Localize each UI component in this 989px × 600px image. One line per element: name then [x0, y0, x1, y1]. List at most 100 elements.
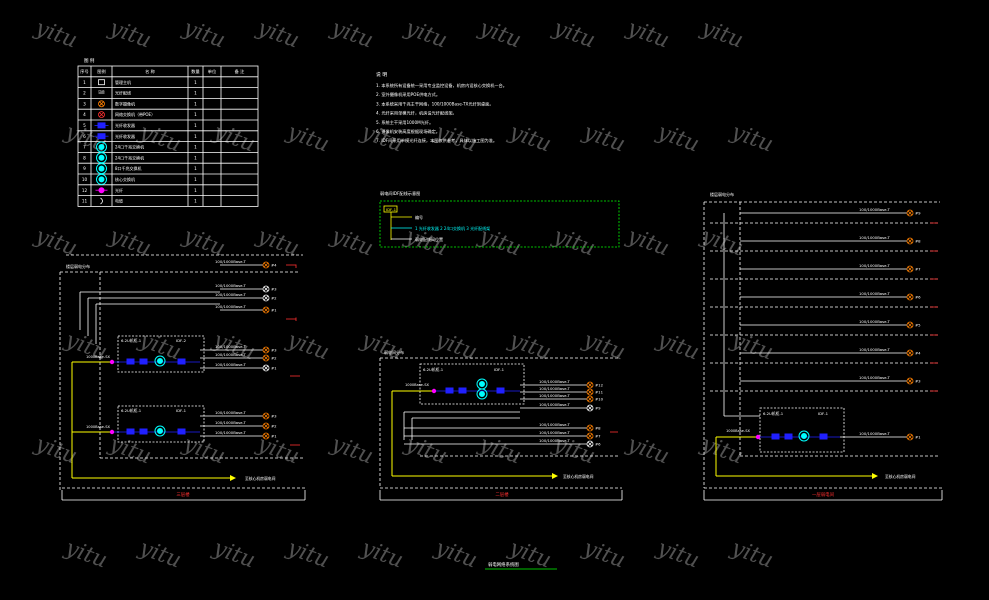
- notes-line: 2. 室外摄像机采用POE供电方式。: [376, 91, 440, 98]
- legend-row-no: 5: [83, 123, 86, 128]
- annotation-title: 弱电间IDF配线示意图: [380, 190, 420, 197]
- camera-icon-cross: [907, 294, 913, 300]
- legend-row-no: 7: [83, 145, 86, 150]
- port-number: #2: [271, 356, 277, 361]
- camera-icon-cross: [907, 210, 913, 216]
- camera-icon-cross: [587, 425, 593, 431]
- port-number: #4: [271, 263, 277, 268]
- link-label: 100/1000Base-T: [215, 410, 246, 415]
- link-label: 100/1000Base-T: [859, 207, 890, 212]
- annotation-box: [379, 200, 620, 248]
- port-number: #9: [595, 406, 601, 411]
- notes-line: 6. 摄像机安装高度根据现场确定。: [376, 128, 440, 135]
- camera-icon-cross: [263, 262, 269, 268]
- switch-icon-core: [157, 358, 163, 364]
- port-number: #5: [915, 323, 921, 328]
- camera-icon-cross: [907, 378, 913, 384]
- fiber-transceiver-icon: [177, 358, 186, 365]
- mid-idf-label: IDF-1: [494, 367, 505, 372]
- link-label: 100/1000Base-T: [215, 259, 246, 264]
- trunk-arrow: [552, 473, 558, 479]
- legend-row-name: 8口千兆交换机: [115, 165, 142, 171]
- port-number: #3: [271, 348, 277, 353]
- legend-row-no: 9: [83, 166, 86, 171]
- link-label: 100/1000Base-T: [859, 235, 890, 240]
- camera-icon-cross: [587, 433, 593, 439]
- camera-icon: [586, 388, 594, 396]
- link-label: 100/1000Base-T: [215, 344, 246, 349]
- fiber-node-icon: [755, 434, 761, 440]
- idf2-cabinet-label: 6.2U机柜-1: [121, 338, 142, 343]
- camera-icon: [262, 294, 270, 302]
- notes-line: 5. 系统主干采用1000M光纤。: [376, 119, 433, 126]
- switch-icon: [96, 173, 107, 185]
- port-number: #12: [595, 383, 604, 388]
- camera-icon-cross: [907, 238, 913, 244]
- annotation-item: 弱电配线间位置: [415, 236, 443, 242]
- right-footer-label: 一层弱电间: [812, 491, 834, 498]
- switch-icon: [154, 355, 166, 367]
- right-cabinet-label: 6.2U机柜-1: [763, 411, 784, 416]
- link-label: 100/1000Base-T: [215, 362, 246, 367]
- switch-icon: [96, 141, 107, 153]
- legend-row-no: 1: [83, 80, 86, 85]
- camera-icon-cross: [263, 423, 269, 429]
- fiber-transceiver-icon: [139, 428, 148, 435]
- legend-row-name: 管理主机: [115, 79, 131, 85]
- switch-icon: [154, 425, 166, 437]
- left-to-core-label: 至核心机房弱电间: [245, 476, 276, 481]
- legend-row-qty: 1: [194, 188, 197, 193]
- mid-footer-label: 二层楼: [495, 491, 509, 498]
- camera-icon: [262, 354, 270, 362]
- camera-icon-cross: [907, 322, 913, 328]
- camera-icon-cross: [587, 389, 593, 395]
- camera-icon: [262, 412, 270, 420]
- legend-header-5: 备 注: [235, 68, 246, 75]
- switch-icon-core: [479, 381, 485, 387]
- link-label: 100/1000Base-T: [859, 319, 890, 324]
- link-label: 100/1000Base-T: [859, 375, 890, 380]
- legend-row-name: 光纤收发器: [115, 133, 135, 139]
- legend-row-name: 光纤配线: [115, 90, 131, 96]
- legend-row-name: 数字摄像机: [115, 100, 135, 106]
- fiber-transceiver-icon: [139, 358, 148, 365]
- link-label: 100/1000Base-T: [215, 352, 246, 357]
- link-label: 100/1000Base-T: [539, 402, 570, 407]
- annotation-tag-label: IDF-1: [386, 207, 397, 212]
- legend-row-name: 电缆: [115, 198, 123, 204]
- port-number: #7: [915, 267, 921, 272]
- port-number: #6: [595, 442, 601, 447]
- camera-icon: [262, 306, 270, 314]
- port-number: #1: [271, 366, 277, 371]
- camera-icon-cross: [907, 434, 913, 440]
- port-number: #1: [271, 434, 277, 439]
- notes-title: 说 明: [376, 71, 387, 78]
- sx-label: 1000Base-SX: [86, 425, 110, 429]
- legend-row-qty: 1: [194, 91, 197, 96]
- legend-row-qty: 1: [194, 199, 197, 204]
- switch-icon: [96, 163, 107, 175]
- switch-icon-core: [157, 428, 163, 434]
- link-label: 100/1000Base-T: [215, 304, 246, 309]
- legend-row-no: 8: [83, 155, 86, 160]
- left-footer-label: 三层楼: [176, 491, 190, 498]
- switch-icon-core: [98, 176, 105, 183]
- legend-header-2: 名 称: [145, 68, 155, 75]
- link-label: 100/1000Base-T: [859, 291, 890, 296]
- camera-icon: [262, 261, 270, 269]
- legend-row-name: 核心交换机: [115, 176, 135, 182]
- link-label: 100/1000Base-T: [215, 292, 246, 297]
- camera-icon-cross: [907, 350, 913, 356]
- camera-icon: [906, 433, 914, 441]
- camera-icon: [906, 265, 914, 273]
- camera-icon-cross: [587, 396, 593, 402]
- link-label: 100/1000Base-T: [539, 386, 570, 391]
- idf1-box: [117, 405, 205, 443]
- idf1-label: IDF-1: [176, 408, 187, 413]
- camera-icon: [586, 432, 594, 440]
- port-number: #9: [915, 211, 921, 216]
- fiber-transceiver-icon: [177, 428, 186, 435]
- legend-row-qty: 1: [194, 166, 197, 171]
- fiber-transceiver-icon: [771, 433, 780, 440]
